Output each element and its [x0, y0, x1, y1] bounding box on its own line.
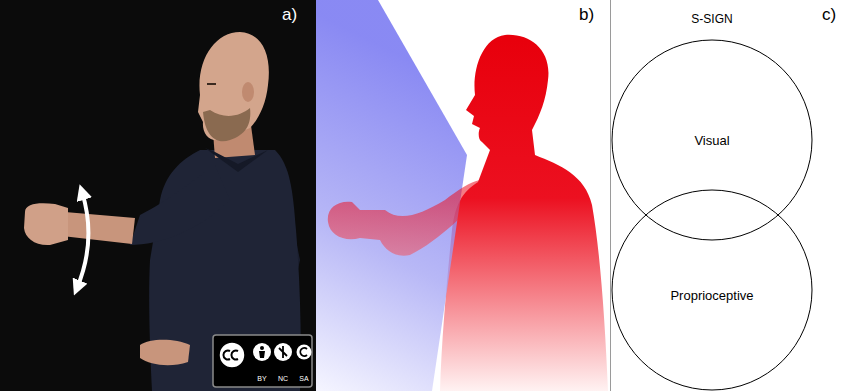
beard: [203, 108, 250, 141]
sa-mark: [300, 348, 307, 356]
panel-letter: c): [822, 6, 836, 23]
license-term: NC: [278, 375, 288, 382]
license-term: SA: [299, 375, 308, 382]
ear: [242, 82, 254, 102]
node-label: Proprioceptive: [670, 288, 753, 303]
panel-letter: b): [579, 6, 594, 23]
circle-outline: [612, 40, 812, 240]
eye: [207, 83, 216, 85]
lower-hand: [140, 340, 190, 365]
circle-outline: [612, 190, 812, 390]
venn-circle: Visual: [611, 39, 813, 241]
license-term: BY: [257, 375, 266, 382]
motion-arrow: [77, 192, 88, 288]
body-silhouette: [440, 35, 608, 391]
node-text-holder: Visual: [611, 39, 813, 241]
venn-circle: Proprioceptive: [611, 189, 813, 391]
sleeve: [130, 165, 230, 245]
cc-icon: [219, 342, 245, 368]
nc-mark: [279, 346, 287, 358]
photo-background: [0, 0, 316, 391]
cc-mark: [223, 351, 238, 360]
license-badge: [213, 335, 312, 387]
forearm: [62, 212, 135, 244]
node-text-holder: Proprioceptive: [611, 189, 813, 391]
panel-divider: [610, 0, 611, 391]
nc-icon: [274, 343, 292, 361]
by-mark: [259, 351, 265, 358]
fist: [24, 203, 68, 245]
sa-icon: [297, 345, 312, 360]
by-mark: [260, 346, 264, 350]
node-label: Visual: [694, 133, 729, 148]
arm-silhouette: [328, 180, 485, 256]
view-cone: [316, 0, 467, 391]
panel-letter: a): [282, 6, 297, 23]
by-icon: [253, 343, 271, 361]
panel-heading: S-SIGN: [691, 13, 732, 25]
